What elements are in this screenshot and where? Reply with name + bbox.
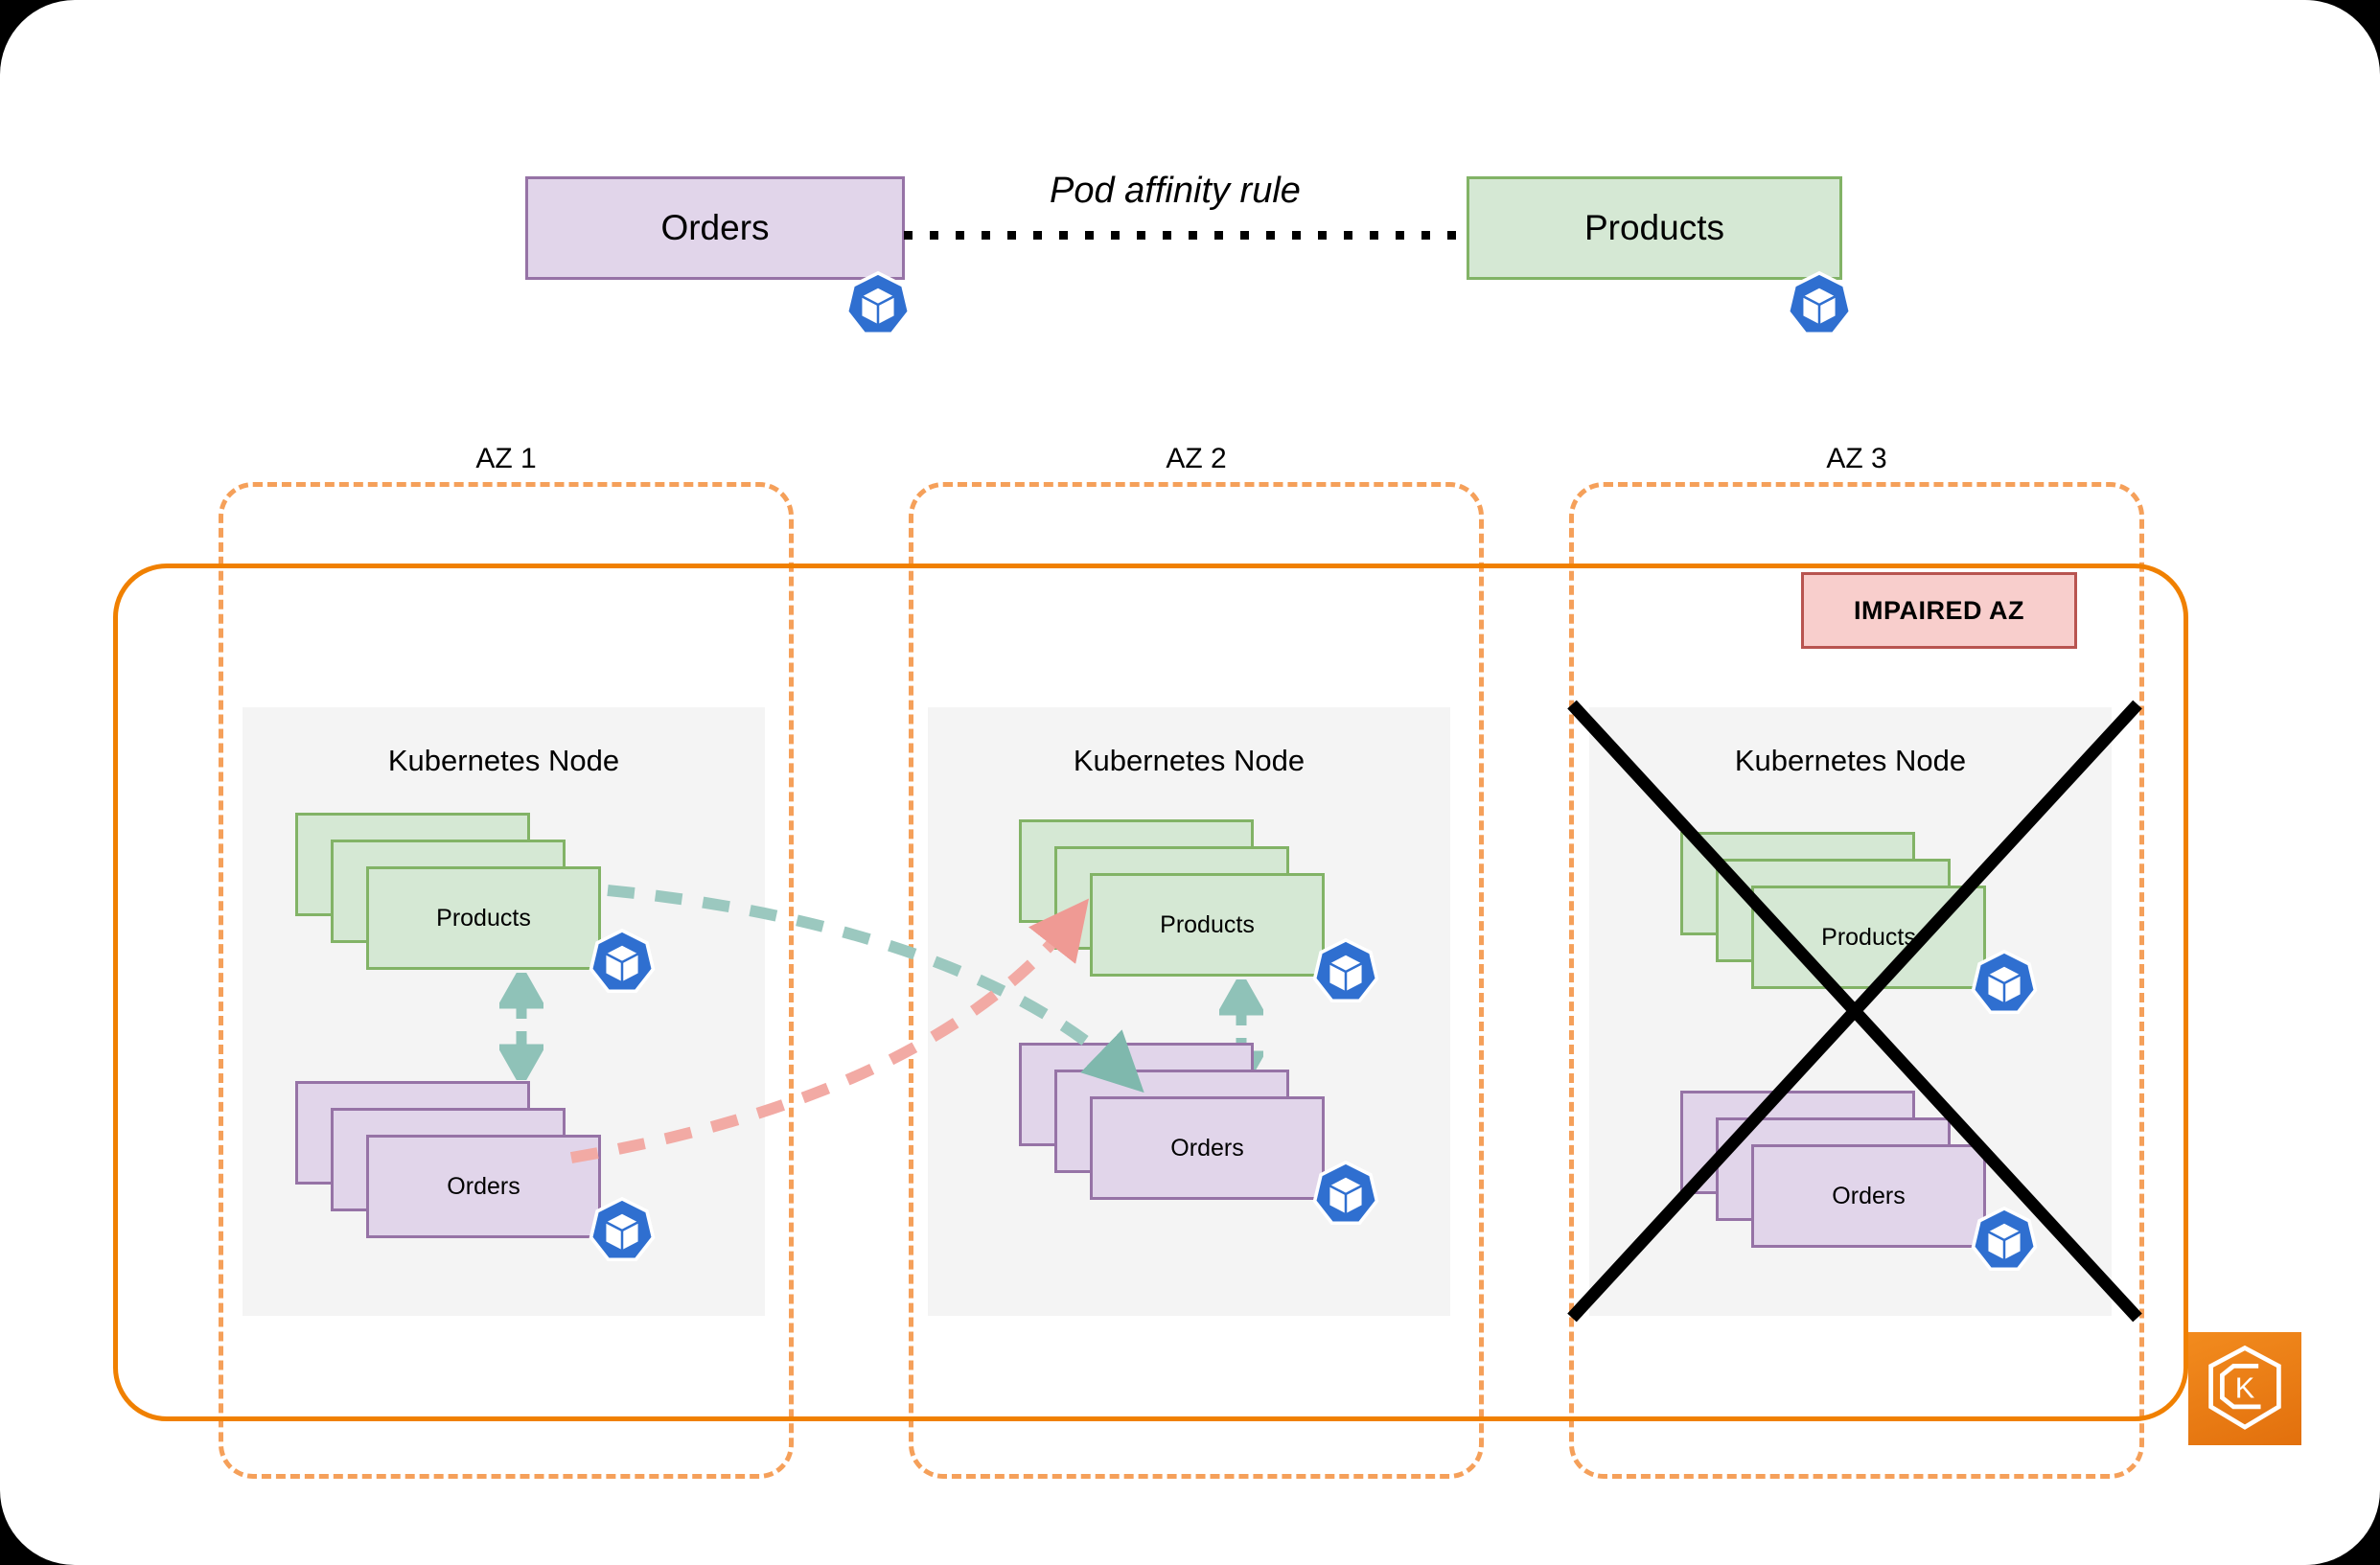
kubernetes-pod-icon — [588, 928, 657, 997]
legend-products-label: Products — [1583, 208, 1724, 247]
kubernetes-pod-icon — [1311, 937, 1380, 1006]
cluster-boundary — [113, 564, 2188, 1421]
pod-replica — [1751, 1144, 1986, 1248]
pod-affinity-rule-label: Pod affinity rule — [1050, 171, 1301, 211]
az-label-3: AZ 3 — [1826, 443, 1887, 474]
az-container-3 — [1569, 482, 2144, 1479]
az-label-2: AZ 2 — [1166, 443, 1227, 474]
pod-replica — [1090, 873, 1325, 977]
pod-replica — [366, 866, 601, 970]
kubernetes-cluster-logo: K — [2188, 1332, 2301, 1445]
cluster-logo-letter: K — [2235, 1371, 2255, 1404]
node-title: Kubernetes Node — [387, 744, 620, 777]
pod-stack-orders-az1: Orders — [295, 1081, 652, 1238]
status-badge-impaired-az: IMPAIRED AZ — [1801, 572, 2077, 649]
affinity-double-arrow-az1 — [496, 963, 547, 1090]
node-title: Kubernetes Node — [1734, 744, 1967, 777]
kubernetes-pod-icon — [1311, 1160, 1380, 1229]
impaired-node-x-mark — [1562, 695, 2147, 1327]
node-title: Kubernetes Node — [1073, 744, 1306, 777]
az-label-1: AZ 1 — [475, 443, 537, 474]
pod-replica — [366, 1135, 601, 1238]
impaired-az-label: IMPAIRED AZ — [1854, 595, 2024, 625]
kubernetes-pod-icon — [588, 1196, 657, 1265]
kubernetes-pod-icon — [843, 270, 913, 339]
pod-stack-orders-az3: Orders — [1680, 1091, 2037, 1248]
legend-orders-label: Orders — [660, 208, 770, 247]
affinity-dotted-connector — [904, 231, 1469, 240]
legend-orders-box: Orders — [525, 176, 905, 280]
pod-replica — [1090, 1096, 1325, 1200]
kubernetes-pod-icon — [1785, 270, 1854, 339]
kubernetes-pod-icon — [1970, 1206, 2039, 1275]
kubernetes-pod-icon — [1970, 949, 2039, 1018]
legend-products-box: Products — [1467, 176, 1842, 280]
